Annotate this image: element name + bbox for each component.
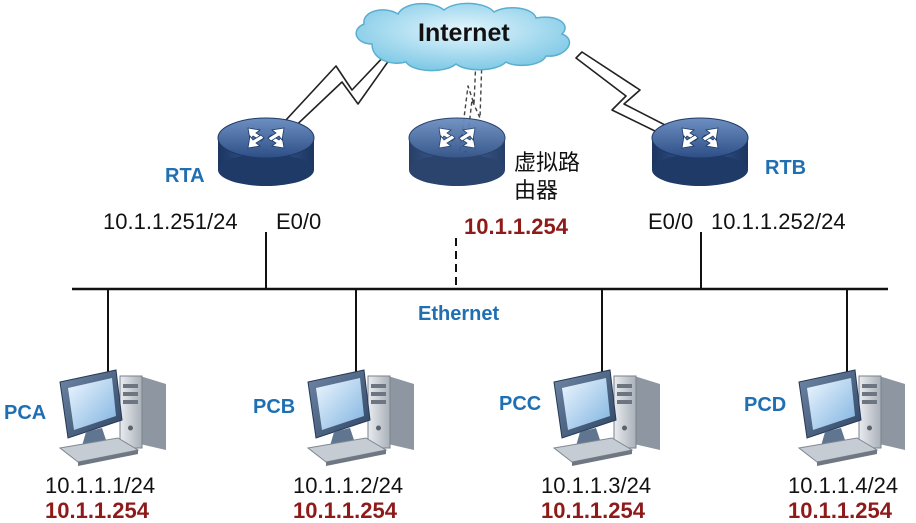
- pca-ip: 10.1.1.1/24: [45, 473, 156, 498]
- pcc-computer-icon: [553, 369, 661, 467]
- pcb-computer-icon: [307, 369, 415, 467]
- rtb-interface: E0/0: [648, 209, 694, 234]
- internet-label: Internet: [418, 19, 510, 47]
- pcb-name: PCB: [253, 396, 296, 418]
- ethernet-label: Ethernet: [418, 303, 500, 325]
- pca-computer-icon: [59, 369, 167, 467]
- rtb-name: RTB: [765, 157, 807, 179]
- virtual-router-icon: [408, 117, 506, 187]
- pcb-ip: 10.1.1.2/24: [293, 473, 404, 498]
- virtual-router-ip: 10.1.1.254: [464, 214, 568, 239]
- pcc-gateway: 10.1.1.254: [541, 498, 645, 523]
- rta-ip: 10.1.1.251/24: [103, 209, 238, 234]
- pcc-ip: 10.1.1.3/24: [541, 473, 652, 498]
- virtual-router-name-line2: 由器: [514, 179, 559, 204]
- pca-name: PCA: [4, 402, 47, 424]
- rta-interface: E0/0: [276, 209, 322, 234]
- rtb-router-icon: [651, 117, 749, 187]
- pcd-computer-icon: [798, 369, 906, 467]
- pcc-name: PCC: [499, 393, 542, 415]
- rta-name: RTA: [165, 165, 205, 187]
- pca-gateway: 10.1.1.254: [45, 498, 149, 523]
- virtual-router-name-line1: 虚拟路: [514, 151, 581, 176]
- pcd-gateway: 10.1.1.254: [788, 498, 892, 523]
- internet-cloud: [355, 2, 570, 72]
- rta-router-icon: [217, 117, 315, 187]
- pcd-name: PCD: [744, 394, 787, 416]
- rtb-ip: 10.1.1.252/24: [711, 209, 846, 234]
- pcb-gateway: 10.1.1.254: [293, 498, 397, 523]
- pcd-ip: 10.1.1.4/24: [788, 473, 899, 498]
